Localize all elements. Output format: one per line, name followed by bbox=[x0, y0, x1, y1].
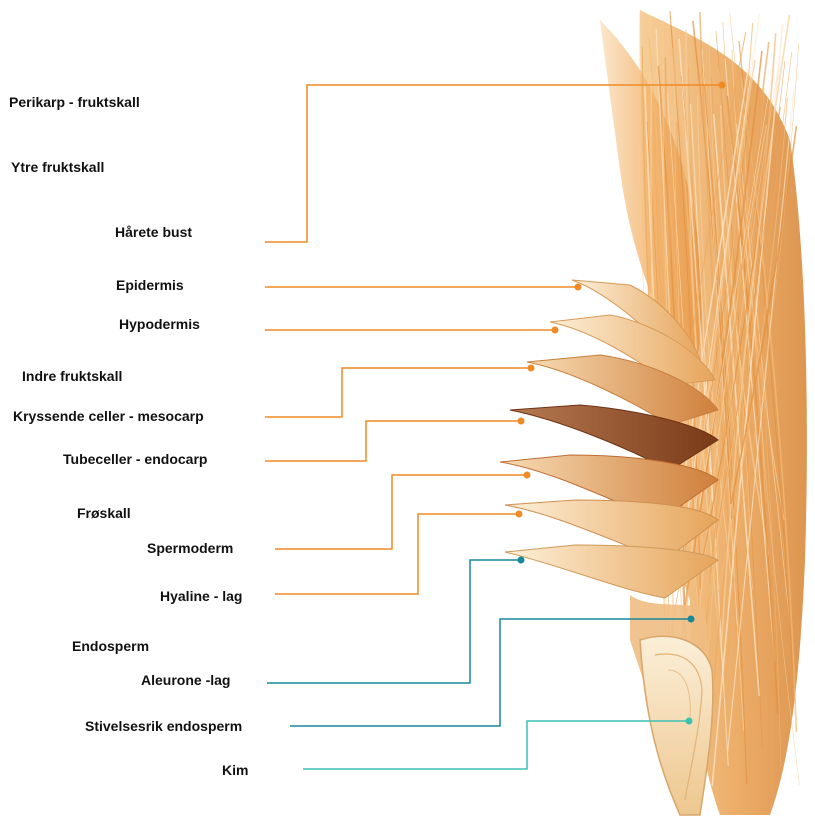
dot-mesocarp bbox=[528, 365, 535, 372]
leader-kim bbox=[303, 721, 689, 769]
leader-spermoderm bbox=[275, 475, 527, 549]
label-hypodermis: Hypodermis bbox=[119, 316, 200, 332]
label-ytre-fruktskall: Ytre fruktskall bbox=[11, 159, 104, 175]
label-epidermis: Epidermis bbox=[116, 277, 184, 293]
dot-hyaline bbox=[516, 511, 523, 518]
dot-kim bbox=[686, 718, 693, 725]
dot-spermoderm bbox=[524, 472, 531, 479]
label-tubeceller: Tubeceller - endocarp bbox=[63, 451, 207, 467]
label-stivelsesrik: Stivelsesrik endosperm bbox=[85, 718, 242, 734]
label-kryssende-celler: Kryssende celler - mesocarp bbox=[13, 408, 204, 424]
label-froskall: Frøskall bbox=[77, 505, 131, 521]
label-aleurone: Aleurone -lag bbox=[141, 672, 230, 688]
label-kim: Kim bbox=[222, 762, 248, 778]
aleurone-layer-shape bbox=[505, 545, 718, 598]
germ-embryo-shape bbox=[640, 636, 713, 815]
label-harete-bust: Hårete bust bbox=[115, 224, 192, 240]
label-indre-fruktskall: Indre fruktskall bbox=[22, 368, 122, 384]
label-spermoderm: Spermoderm bbox=[147, 540, 233, 556]
dot-perikarp bbox=[719, 82, 726, 89]
leader-aleurone bbox=[267, 560, 521, 683]
label-hyaline: Hyaline - lag bbox=[160, 588, 242, 604]
label-perikarp: Perikarp - fruktskall bbox=[9, 94, 140, 110]
leader-endocarp bbox=[265, 421, 521, 461]
dot-hypodermis bbox=[552, 327, 559, 334]
dot-stivelsesrik bbox=[688, 616, 695, 623]
dot-aleurone bbox=[518, 557, 525, 564]
dot-endocarp bbox=[518, 418, 525, 425]
leader-hyaline bbox=[275, 514, 519, 594]
leader-mesocarp bbox=[265, 368, 531, 417]
label-endosperm: Endosperm bbox=[72, 638, 149, 654]
dot-epidermis bbox=[575, 284, 582, 291]
